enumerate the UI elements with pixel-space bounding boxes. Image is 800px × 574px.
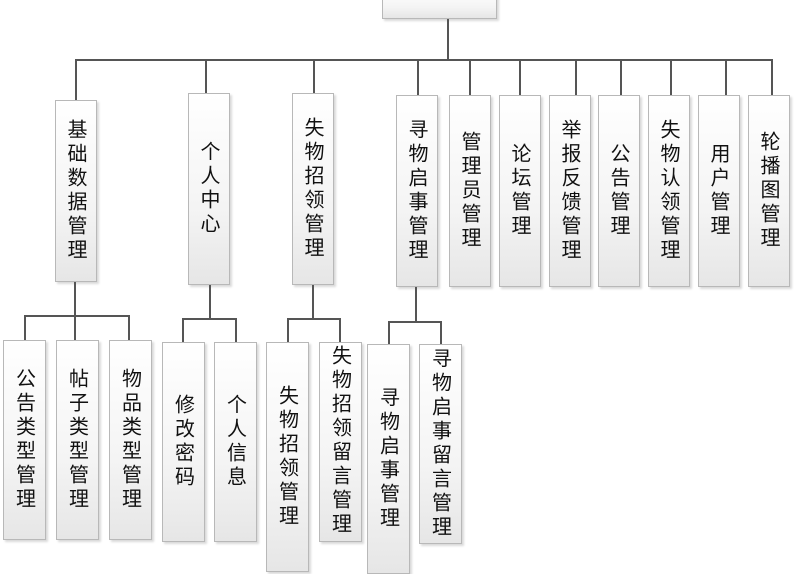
node-notice-type: 公告类型管理 [3,340,46,540]
node-lost-item-notice: 寻物启事管理 [396,95,438,287]
node-admin: 管理员管理 [449,95,491,287]
node-basic-data: 基础数据管理 [55,100,97,282]
connector [440,321,442,345]
node-label: 寻物启事管理 [405,119,429,263]
connector [725,59,727,96]
connector [771,59,773,96]
connector [519,59,521,96]
node-label: 个人中心 [197,141,221,237]
connector [235,318,237,343]
node-claim: 失物认领管理 [648,95,690,287]
node-carousel: 轮播图管理 [748,95,790,287]
connector [24,315,26,340]
connector [287,318,341,320]
connector [75,59,773,61]
connector [620,59,622,96]
node-lost-found-manage: 失物招领管理 [266,342,309,572]
connector [388,321,390,345]
node-label: 公告管理 [607,143,631,239]
connector [312,285,314,319]
connector [24,315,130,317]
connector [205,59,207,94]
node-label: 基础数据管理 [64,119,88,263]
connector [287,318,289,343]
connector [575,59,577,96]
root-node [382,0,497,19]
node-label: 公告类型管理 [12,368,37,512]
connector [74,282,76,317]
node-lost-item-manage: 寻物启事管理 [367,344,410,574]
node-label: 轮播图管理 [757,131,781,251]
node-label: 帖子类型管理 [65,368,90,512]
node-notice: 公告管理 [598,95,640,287]
node-label: 修改密码 [171,394,196,490]
connector [74,315,76,340]
node-label: 失物招领管理 [275,385,300,529]
node-label: 管理员管理 [458,131,482,251]
node-label: 个人信息 [223,394,248,490]
node-label: 失物认领管理 [657,119,681,263]
connector [209,285,211,319]
node-label: 寻物启事管理 [376,387,401,531]
node-report: 举报反馈管理 [549,95,591,287]
node-lost-found-comments: 失物招领留言管理 [319,342,362,542]
node-label: 物品类型管理 [118,368,143,512]
connector [128,315,130,340]
connector [339,318,341,343]
connector [415,287,417,322]
connector [670,59,672,96]
node-forum: 论坛管理 [499,95,541,287]
connector [469,59,471,96]
node-label: 失物招领管理 [301,117,325,261]
connector [75,59,77,101]
connector [447,19,449,61]
node-label: 举报反馈管理 [558,119,582,263]
connector [182,318,184,343]
node-label: 用户管理 [707,143,731,239]
connector [313,59,315,94]
node-label: 寻物启事留言管理 [428,348,453,540]
node-change-password: 修改密码 [162,342,205,542]
node-lost-item-comments: 寻物启事留言管理 [419,344,462,544]
node-lost-found: 失物招领管理 [292,93,334,285]
node-item-type: 物品类型管理 [109,340,152,540]
connector [417,59,419,96]
connector [388,321,442,323]
node-personal-center: 个人中心 [188,93,230,285]
node-post-type: 帖子类型管理 [56,340,99,540]
node-label: 论坛管理 [508,143,532,239]
connector [182,318,237,320]
node-personal-info: 个人信息 [214,342,257,542]
node-label: 失物招领留言管理 [328,345,353,537]
node-user: 用户管理 [698,95,740,287]
